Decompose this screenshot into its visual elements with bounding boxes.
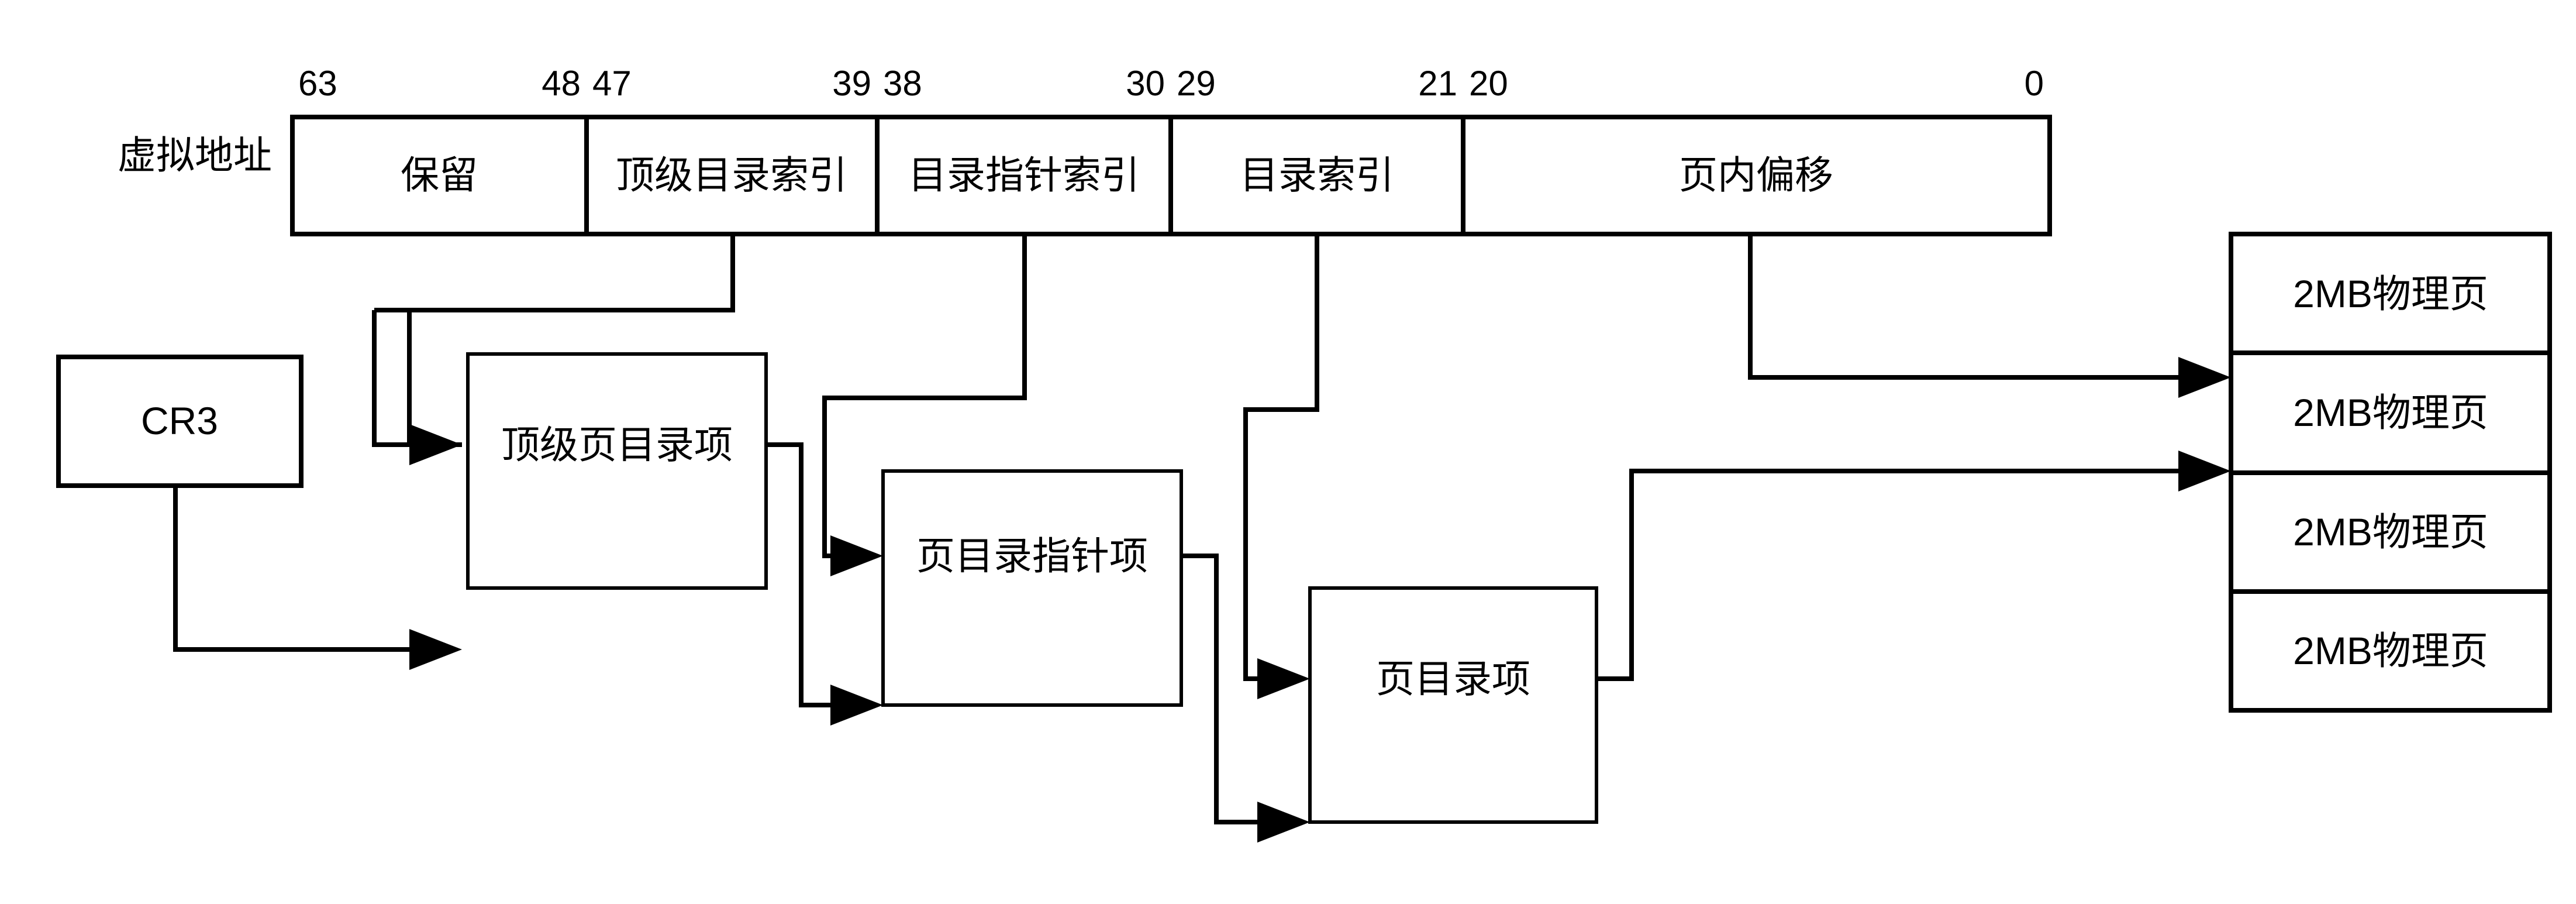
- physical-page-label-1: 2MB物理页: [2293, 391, 2488, 434]
- bit-marker-0: 0: [2025, 64, 2044, 103]
- connector-cr3-to-top-dir: [173, 486, 462, 670]
- pdpt-outline: [881, 469, 1183, 707]
- va-field-reserved-box: [290, 115, 589, 236]
- va-field-label-offset: 页内偏移: [1679, 153, 1833, 197]
- connector-pdpt-entry-to-pd: [1181, 554, 1310, 843]
- physical-page-label-2: 2MB物理页: [2293, 510, 2488, 554]
- cr3-box: [56, 355, 304, 488]
- va-field-pml4-index-box: [584, 115, 880, 236]
- virtual-address-bar: 保留 顶级目录索引 目录指针索引 目录索引 页内偏移: [290, 115, 2052, 236]
- bit-marker-39: 39: [832, 64, 871, 103]
- pd-outline: [1308, 586, 1598, 824]
- bit-marker-63: 63: [298, 64, 337, 103]
- connector-pd-entry-to-physical-page: [1596, 451, 2231, 681]
- bit-marker-21: 21: [1418, 64, 1457, 103]
- physical-page-row-3: [2229, 589, 2552, 713]
- cr3-label: CR3: [141, 399, 218, 442]
- va-field-label-reserved: 保留: [401, 153, 478, 197]
- physical-page-row-0: [2229, 232, 2552, 355]
- table-top-level-page-directory: 顶级页目录项: [466, 352, 768, 590]
- physical-pages-table: 2MB物理页 2MB物理页 2MB物理页 2MB物理页: [2229, 232, 2552, 713]
- physical-page-label-3: 2MB物理页: [2293, 629, 2488, 672]
- bit-marker-47: 47: [592, 64, 632, 103]
- physical-page-label-0: 2MB物理页: [2293, 272, 2488, 315]
- connector-pml4-index-elbow: [372, 308, 733, 465]
- bit-marker-48: 48: [542, 64, 581, 103]
- physical-page-row-2: [2229, 470, 2552, 594]
- virtual-address-side-label: 虚拟地址: [118, 133, 272, 177]
- connector-offset-to-physical-page: [1748, 234, 2231, 398]
- bit-markers: 63 48 47 39 38 30 29 21 20 0: [298, 64, 2044, 103]
- top-dir-entry-label: 顶级页目录项: [501, 423, 733, 466]
- va-field-pdpt-index-box: [875, 115, 1173, 236]
- connector-pdpt-index-to-entry: [822, 234, 1027, 576]
- bit-marker-20: 20: [1469, 64, 1508, 103]
- connector-top-entry-to-pdpt: [766, 442, 883, 726]
- bit-marker-30: 30: [1126, 64, 1165, 103]
- va-field-pd-index-box: [1168, 115, 1465, 236]
- cr3-register: CR3: [56, 355, 304, 488]
- physical-page-row-1: [2229, 350, 2552, 475]
- top-dir-outline: [466, 352, 768, 590]
- va-field-label-pml4-index: 顶级目录索引: [616, 153, 847, 197]
- va-field-offset-box: [1461, 115, 2052, 236]
- bit-marker-29: 29: [1177, 64, 1216, 103]
- pd-entry-label: 页目录项: [1376, 657, 1530, 700]
- pdpt-entry-label: 页目录指针项: [916, 534, 1148, 578]
- va-field-label-pdpt-index: 目录指针索引: [908, 153, 1140, 197]
- table-page-directory: 页目录项: [1308, 586, 1598, 824]
- table-page-directory-pointer: 页目录指针项: [881, 469, 1183, 707]
- va-field-label-pd-index: 目录索引: [1240, 153, 1394, 197]
- bit-marker-38: 38: [883, 64, 922, 103]
- connector-pd-index-to-entry: [1243, 234, 1319, 699]
